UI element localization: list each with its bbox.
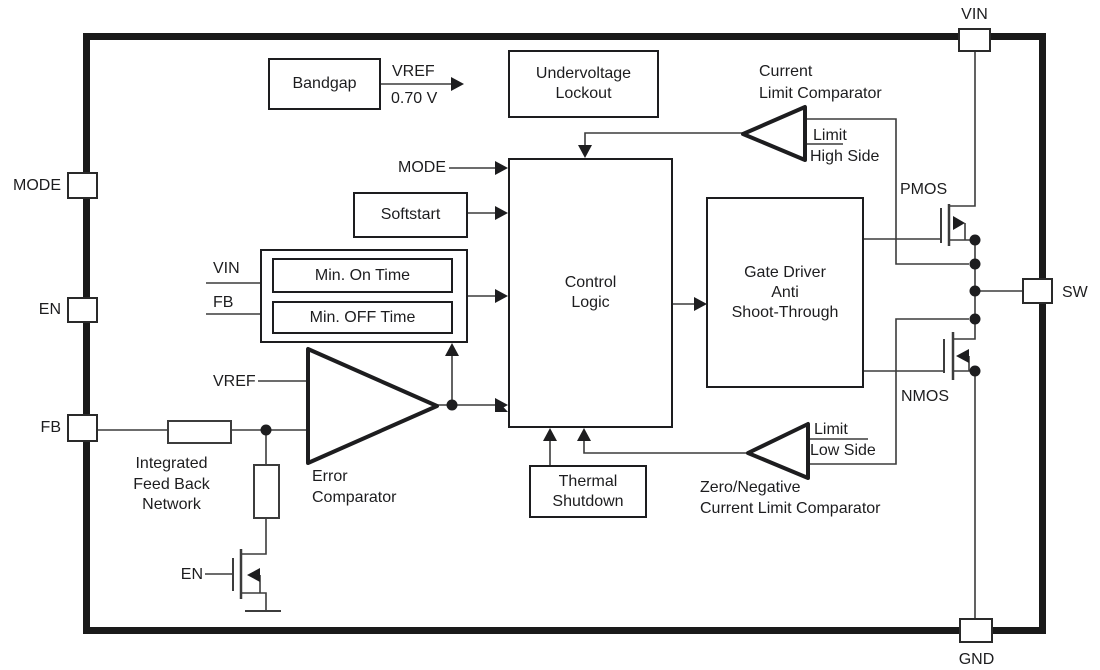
sw-node-dot4	[969, 313, 981, 325]
hs-limit-label: Limit	[813, 127, 847, 144]
fb-inner-label: FB	[213, 294, 234, 311]
pin-vin-label: VIN	[961, 6, 988, 23]
gate-driver-block: Gate Driver Anti Shoot-Through	[706, 197, 864, 388]
softstart-label: Softstart	[380, 206, 441, 223]
vin-inner-label: VIN	[213, 260, 240, 277]
vref-top-label: VREF	[392, 63, 435, 80]
mode-arrowhead	[495, 161, 508, 175]
error-out-dot	[446, 399, 458, 411]
pin-gnd-label: GND	[958, 651, 995, 668]
ls-side-label: Low Side	[810, 442, 876, 459]
pin-mode	[67, 172, 98, 199]
gate-driver-label-line1: Gate Driver	[744, 263, 826, 281]
pin-gnd	[959, 618, 993, 643]
min-off-time-block: Min. OFF Time	[272, 301, 453, 334]
pin-en-label: EN	[38, 301, 61, 318]
sw-rail	[953, 240, 976, 340]
integrated-network-label-line1: Integrated	[135, 455, 208, 472]
en-inner-label: EN	[180, 566, 203, 583]
pin-mode-label: MODE	[13, 177, 61, 194]
thermal-label-line1: Thermal	[558, 472, 618, 490]
control-logic-label-line1: Control	[564, 274, 617, 291]
pin-fb-label: FB	[40, 419, 61, 436]
sw-node-dot2	[969, 258, 981, 270]
error-comparator-symbol	[306, 347, 439, 465]
minbox-up-arrowhead	[445, 343, 459, 356]
hs-sense-wire	[805, 118, 969, 265]
uvlo-label-line1: Undervoltage	[535, 65, 632, 82]
nmos-label: NMOS	[901, 388, 949, 405]
gnd-rail	[953, 370, 976, 618]
bandgap-label: Bandgap	[292, 75, 357, 92]
sw-node-dot1	[969, 234, 981, 246]
pmos-label: PMOS	[900, 181, 948, 198]
uvlo-label-line2: Lockout	[555, 85, 612, 102]
uvlo-block: Undervoltage Lockout	[508, 50, 659, 118]
ls-limit-label: Limit	[814, 421, 848, 438]
ls-sense-wire	[808, 318, 969, 465]
softstart-block: Softstart	[353, 192, 468, 238]
mode-inner-label: MODE	[398, 159, 446, 176]
thermal-arrowhead	[543, 428, 557, 441]
pin-fb	[67, 414, 98, 442]
sw-node-dot3	[969, 285, 981, 297]
nmos-source-dot	[969, 365, 981, 377]
en-source-wire	[241, 592, 267, 611]
hs-out-wire	[584, 132, 743, 145]
chip-outline	[83, 33, 1046, 634]
ls-out-wire	[583, 441, 748, 454]
control-top-arrowhead	[578, 145, 592, 158]
vin-rail	[949, 52, 976, 207]
thermal-shutdown-block: Thermal Shutdown	[529, 465, 647, 518]
divider-wire-b	[241, 518, 267, 555]
min-on-time-label: Min. On Time	[314, 266, 411, 284]
hs-comp-label-line1: Current	[759, 63, 813, 80]
bandgap-block: Bandgap	[268, 58, 381, 110]
thermal-label-line2: Shutdown	[552, 492, 624, 510]
vref-arrowhead	[451, 77, 464, 91]
softstart-arrowhead	[495, 206, 508, 220]
integrated-network-label-line3: Network	[142, 496, 201, 513]
ls-comp-label-line1: Zero/Negative	[700, 479, 801, 496]
pin-vin	[958, 28, 991, 52]
gate-driver-label-line3: Shoot-Through	[731, 303, 839, 321]
control-logic-block: Control Logic	[508, 158, 673, 428]
control-logic-label-line2: Logic	[571, 294, 610, 311]
pin-en	[67, 297, 98, 323]
ls-comparator-symbol	[746, 422, 810, 480]
feedback-resistor-top	[167, 420, 232, 444]
pin-sw-label: SW	[1062, 284, 1088, 301]
error-comp-label-line1: Error	[312, 468, 348, 485]
mintime-arrowhead	[495, 289, 508, 303]
feedback-resistor-bottom	[253, 464, 280, 519]
nmos-arrow	[956, 349, 969, 363]
hs-comp-label-line2: Limit Comparator	[759, 85, 882, 102]
vref-value-label: 0.70 V	[391, 90, 438, 107]
pin-sw	[1022, 278, 1053, 304]
gate-driver-label-line2: Anti	[771, 283, 799, 301]
gatedriver-arrowhead	[694, 297, 707, 311]
error-arrowhead2	[495, 398, 508, 412]
vref-comp-label: VREF	[213, 373, 256, 390]
error-comp-label-line2: Comparator	[312, 489, 397, 506]
hs-comparator-symbol	[741, 105, 807, 162]
fb-junction-dot	[260, 424, 272, 436]
ls-up-arrowhead	[577, 428, 591, 441]
ls-comp-label-line2: Current Limit Comparator	[700, 500, 881, 517]
min-off-time-label: Min. OFF Time	[309, 308, 416, 326]
integrated-network-label-line2: Feed Back	[133, 476, 210, 493]
hs-side-label: High Side	[810, 148, 880, 165]
en-fet-arrow	[247, 568, 260, 582]
pmos-arrow	[953, 216, 965, 230]
min-on-time-block: Min. On Time	[272, 258, 453, 293]
